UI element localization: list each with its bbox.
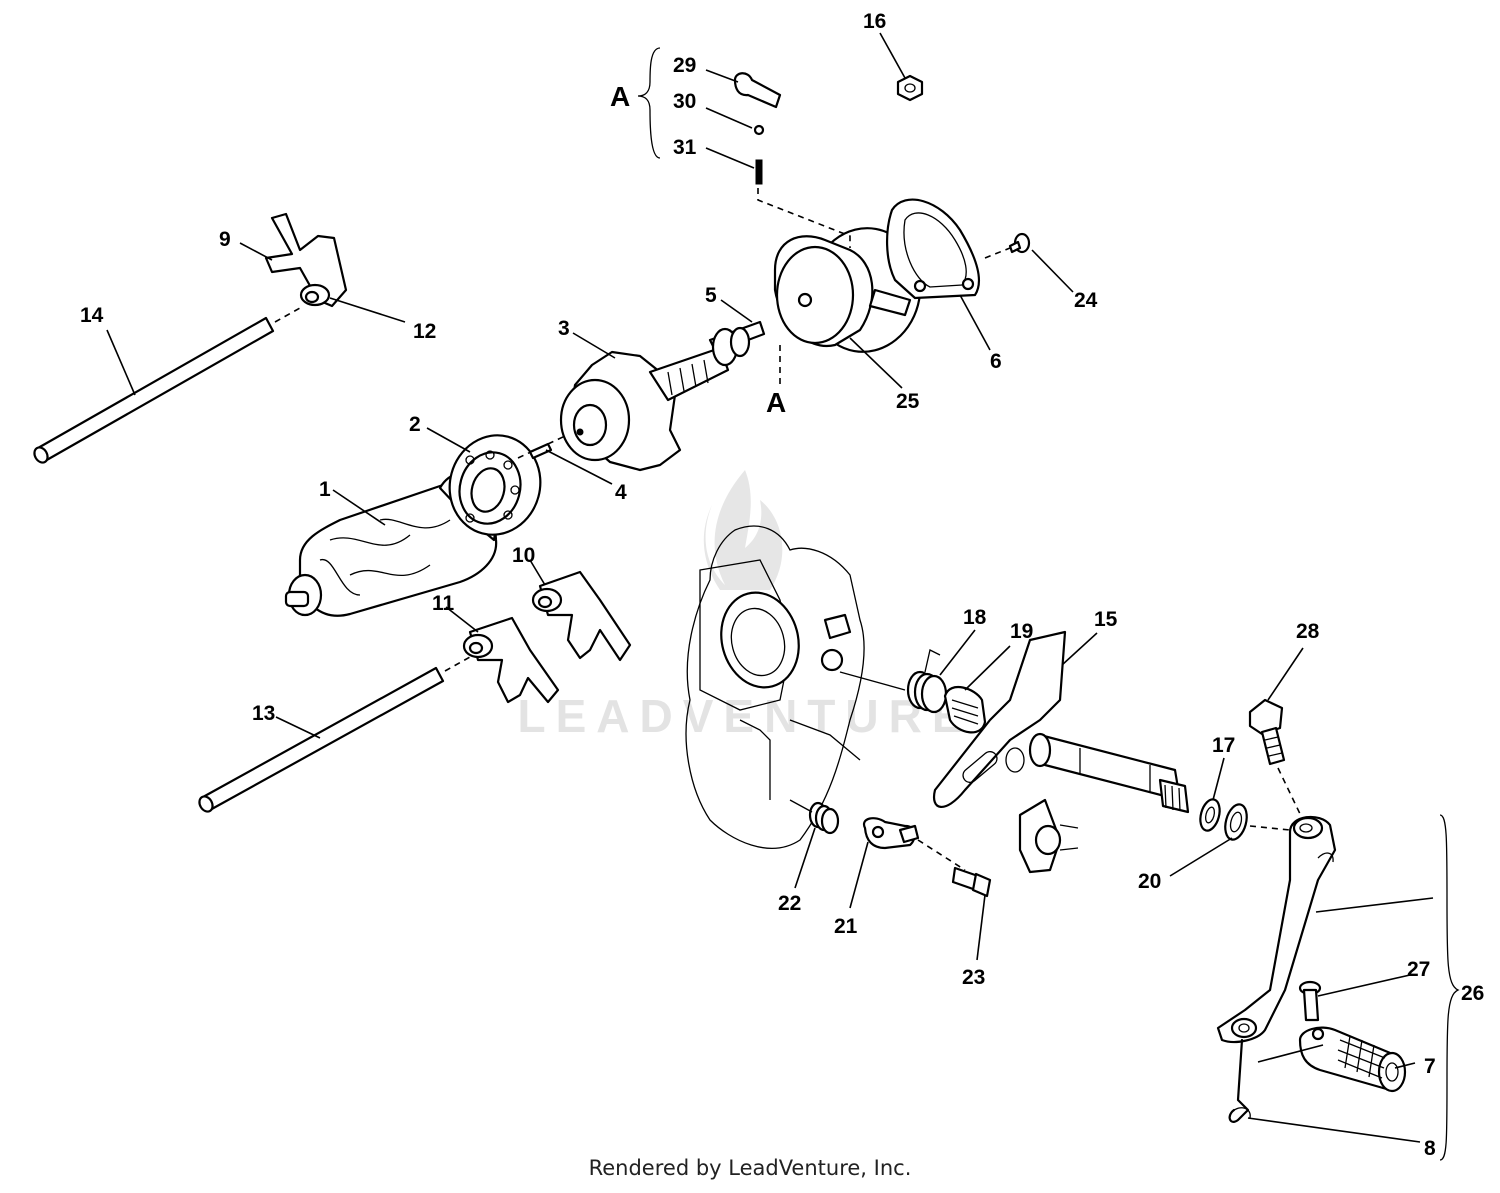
detent-group-a (637, 47, 851, 385)
callout-19: 19 (1010, 620, 1033, 643)
callout-3: 3 (558, 317, 570, 340)
callouts: 1 2 3 4 5 6 7 8 9 10 11 12 13 14 15 16 1… (80, 10, 1484, 1160)
callout-22: 22 (778, 892, 801, 915)
bolt-5 (708, 320, 766, 367)
callout-9: 9 (219, 228, 231, 251)
callout-6: 6 (990, 350, 1002, 373)
screw-24 (984, 232, 1031, 259)
washer-17 (1199, 798, 1221, 832)
callout-4: 4 (615, 481, 627, 504)
leader-lines (106, 32, 1434, 1143)
callout-30: 30 (673, 90, 696, 113)
callout-25: 25 (896, 390, 920, 413)
bracket-26 (1439, 814, 1460, 1161)
bolt-28 (1248, 698, 1303, 819)
callout-26: 26 (1461, 982, 1484, 1005)
fork-shaft-14 (33, 307, 301, 464)
callout-10: 10 (512, 544, 535, 567)
callout-11: 11 (432, 592, 455, 615)
washer-20 (1224, 803, 1291, 841)
callout-8: 8 (1424, 1137, 1436, 1160)
callout-24: 24 (1074, 289, 1098, 312)
stopper-lever-21 (862, 817, 966, 871)
pin-27 (1298, 980, 1322, 1022)
fork-shaft-13 (198, 656, 471, 813)
watermark-text: LEADVENTURE (517, 690, 972, 742)
nut-16 (896, 74, 924, 102)
clip-8 (1228, 1038, 1251, 1123)
dowel-pin-4 (517, 435, 566, 460)
callout-27: 27 (1407, 958, 1430, 981)
callout-18: 18 (963, 606, 987, 629)
spring-18 (839, 649, 948, 714)
shift-shaft-15 (932, 630, 1190, 814)
stopper-plate-6 (885, 198, 980, 300)
crankcase-outline (685, 525, 865, 849)
callout-29: 29 (673, 54, 696, 77)
callout-15: 15 (1094, 608, 1118, 631)
callout-23: 23 (962, 966, 985, 989)
callout-17: 17 (1212, 734, 1235, 757)
shift-pedal-26 (1216, 815, 1337, 1044)
callout-5: 5 (705, 284, 717, 307)
callout-28: 28 (1296, 620, 1320, 643)
footer-credit: Rendered by LeadVenture, Inc. (588, 1156, 912, 1180)
spring-22 (789, 799, 840, 835)
cam-plate-3 (559, 346, 730, 472)
bearing-2 (448, 434, 542, 536)
callout-14: 14 (80, 304, 104, 327)
callout-13: 13 (252, 702, 275, 725)
callout-31: 31 (673, 136, 697, 159)
group-label-a-lower: A (766, 387, 786, 418)
callout-2: 2 (409, 413, 421, 436)
callout-1: 1 (319, 478, 331, 501)
pedal-rubber-7 (1298, 1026, 1407, 1093)
group-label-a-upper: A (610, 81, 630, 112)
bracket-part (1018, 798, 1079, 874)
callout-16: 16 (863, 10, 886, 33)
bolt-23 (951, 866, 992, 898)
callout-20: 20 (1138, 870, 1161, 893)
callout-12: 12 (413, 320, 436, 343)
callout-21: 21 (834, 915, 858, 938)
shift-fork-10 (531, 570, 632, 662)
shift-fork-11 (462, 616, 560, 704)
callout-7: 7 (1424, 1055, 1436, 1078)
shift-fork-9 (264, 212, 348, 308)
collar-19 (943, 685, 987, 734)
watermark: LEADVENTURE (517, 470, 972, 742)
